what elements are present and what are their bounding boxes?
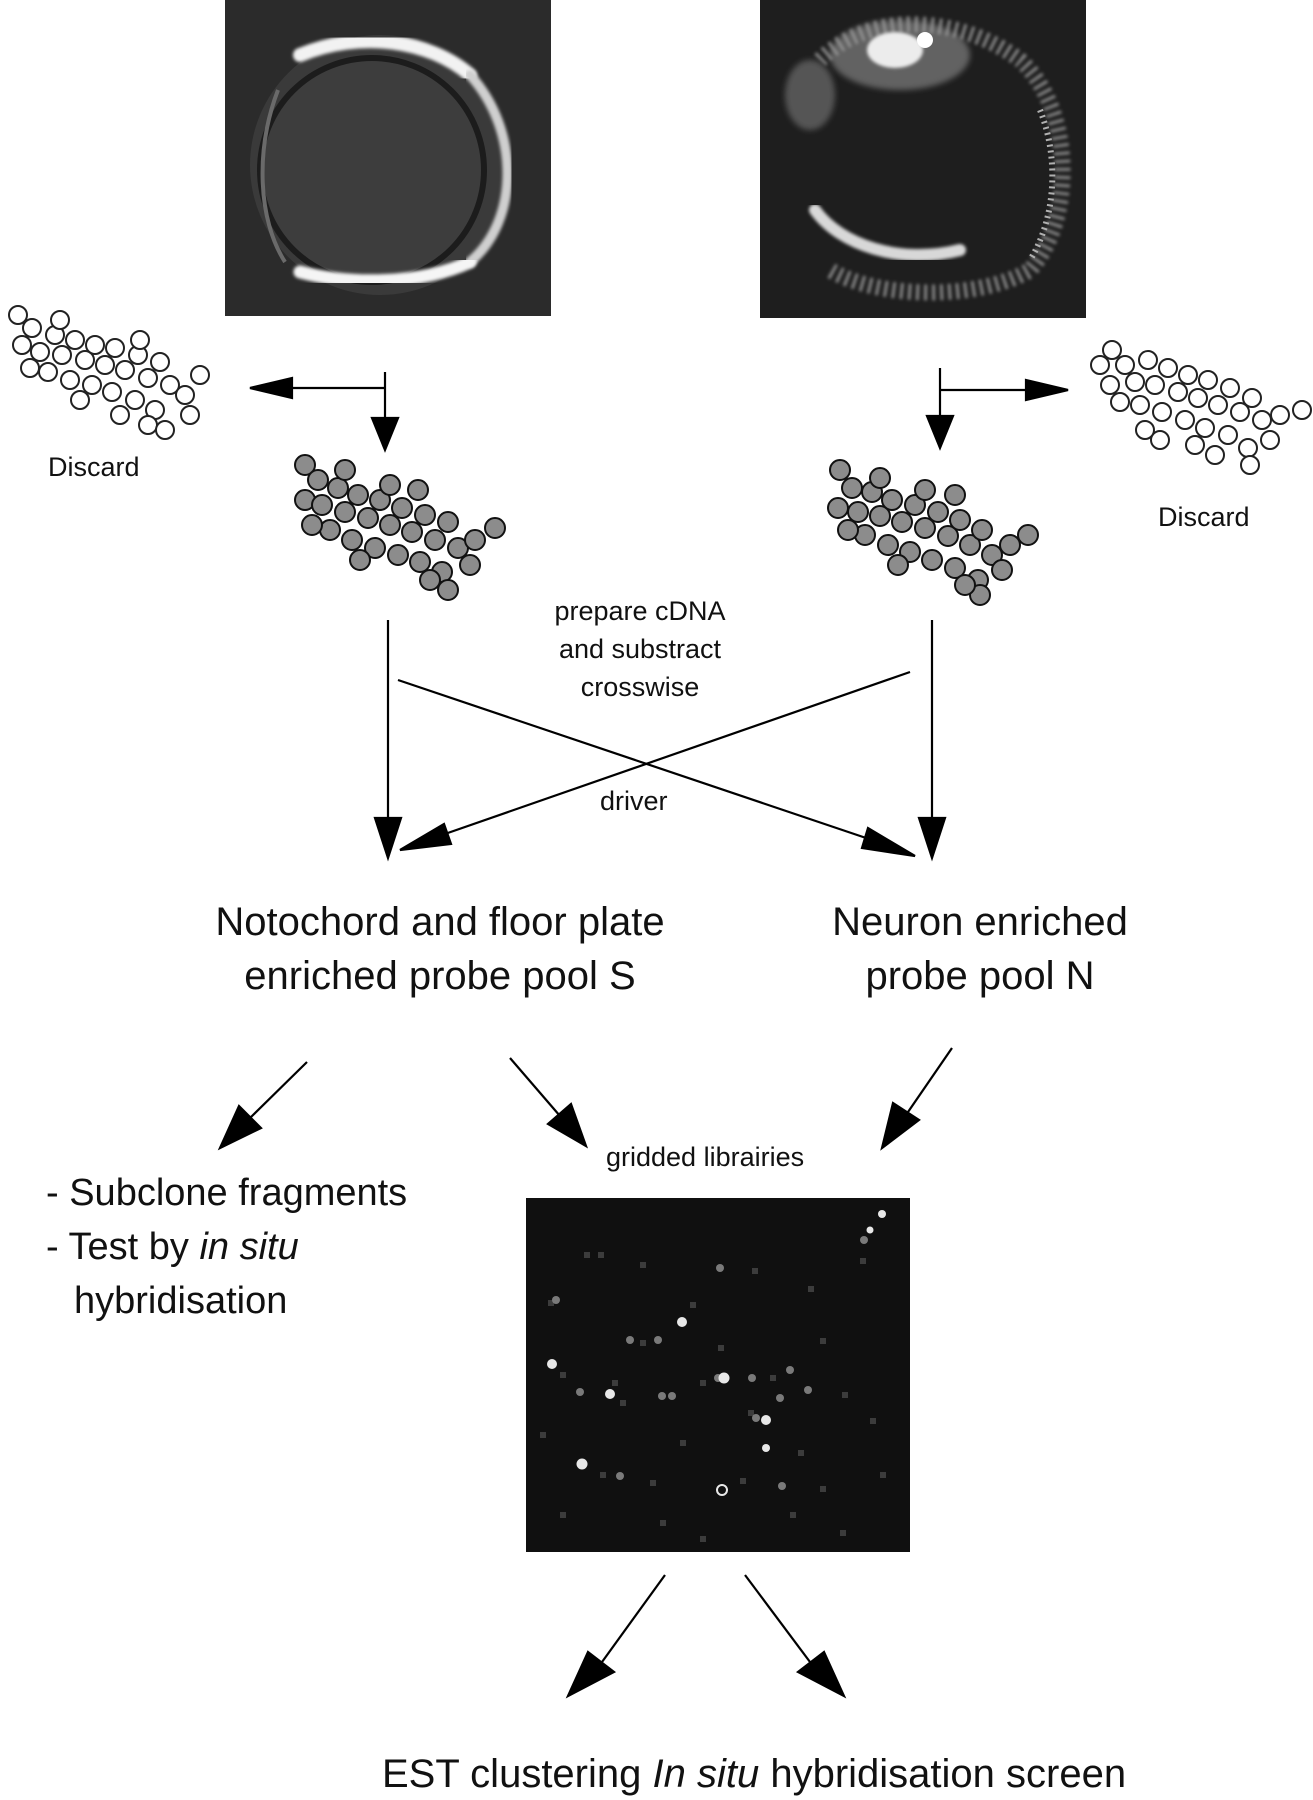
subclone-line2: - Test by in situ <box>46 1220 407 1274</box>
subclone-line2-italic: in situ <box>199 1226 299 1268</box>
embryo-photo-right <box>760 0 1086 318</box>
cell-cluster-discard-left <box>8 305 210 440</box>
prepare-cdna-line2: and substract <box>558 634 722 664</box>
cell-cluster-selected-right <box>827 459 1039 606</box>
hybridisation-screen-text: hybridisation screen <box>759 1752 1127 1796</box>
pool-n-line2: probe pool N <box>865 954 1095 998</box>
discard-label-right: Discard <box>1158 502 1250 532</box>
subclone-line1: - Subclone fragments <box>46 1172 408 1214</box>
bottom-outcomes-label: EST clustering In situ hybridisation scr… <box>382 1752 1126 1797</box>
subclone-line2-prefix: - Test by <box>46 1226 200 1268</box>
pool-s-label: Notochord and floor plate enriched probe… <box>175 895 705 1003</box>
in-situ-italic: In situ <box>652 1752 760 1796</box>
discard-label-left: Discard <box>48 452 140 482</box>
pool-n-line1: Neuron enriched <box>832 900 1128 944</box>
cell-cluster-discard-right <box>1090 340 1312 475</box>
arrows <box>217 368 1069 1699</box>
subclone-line3: hybridisation <box>74 1280 288 1322</box>
pool-s-line1: Notochord and floor plate <box>215 900 665 944</box>
subclone-steps: - Subclone fragments - Test by in situ h… <box>46 1166 407 1328</box>
pool-s-line2: enriched probe pool S <box>244 954 636 998</box>
est-clustering-text: EST clustering <box>382 1752 653 1796</box>
gridded-libraries-label: gridded librairies <box>606 1142 805 1172</box>
prepare-cdna-line1: prepare cDNA <box>554 596 726 626</box>
prepare-cdna-line3: crosswise <box>580 672 700 702</box>
cell-cluster-selected-left <box>294 454 506 601</box>
gridded-library-array <box>526 1198 910 1552</box>
driver-label: driver <box>600 786 668 816</box>
embryo-photo-left <box>225 0 551 316</box>
pool-n-label: Neuron enriched probe pool N <box>795 895 1165 1003</box>
prepare-cdna-label: prepare cDNA and substract crosswise <box>525 592 755 706</box>
